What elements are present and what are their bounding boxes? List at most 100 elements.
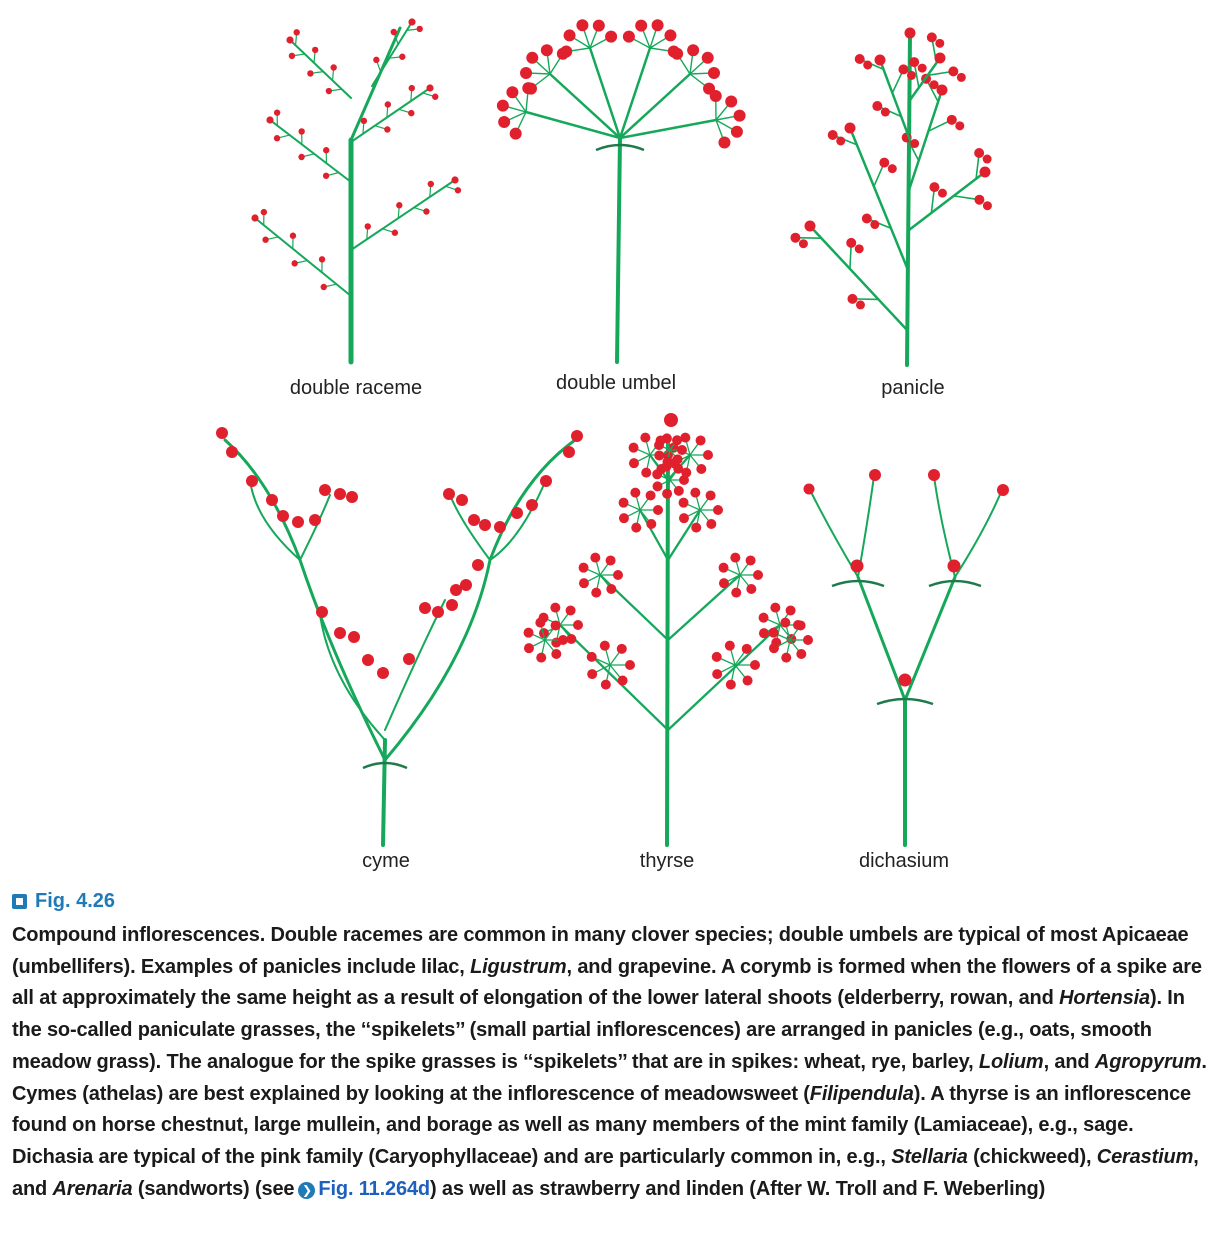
flower-dot [560,45,573,58]
flower-dot [652,481,663,492]
flower-dot [566,633,577,644]
flower-dot [631,522,642,533]
bract [362,761,408,770]
flower-dot [662,488,673,499]
flower-dot [456,494,468,506]
flower-dot [781,652,792,663]
flower-dot [707,66,720,79]
bract [831,579,885,588]
flower-dot [289,232,297,239]
flower-dot [741,643,752,654]
flower-dot [292,516,304,528]
flower-dot [803,483,815,495]
flower-dot [384,126,391,133]
flower-dot [758,628,769,639]
flower-dot [758,612,769,623]
flower-dot [880,107,890,117]
flower-dot [423,208,430,215]
flower-dot [898,673,912,687]
flower-dot [753,570,763,580]
flower-dot [408,109,415,117]
stem-line [905,33,912,367]
stem-line [666,573,742,642]
caption-italic: Stellaria [891,1145,968,1168]
flower-dot [929,182,940,193]
flower-dot [673,463,684,474]
flower-dot [664,413,678,427]
flower-dot [446,599,458,611]
inflorescence-figure: double raceme double umbel panicle cyme … [216,18,1009,872]
flower-dot [291,260,298,267]
flower-dot [974,194,985,205]
caption-italic: Cerastium [1096,1145,1194,1168]
flower-dot [599,640,610,651]
flower-dot [750,660,760,670]
caption-italic: Filipendula [809,1082,914,1105]
flower-dot [861,213,872,224]
caption-text: (chickweed), [967,1145,1097,1168]
stem-line [350,179,456,251]
stem-line [371,21,413,87]
flower-dot [724,640,735,651]
flower-dot [216,427,228,439]
flower-dot [419,602,431,614]
flower-dot [613,570,623,580]
flower-dot [550,602,561,613]
stem-line [588,46,622,140]
flower-dot [260,208,268,216]
flower-dot [416,25,423,33]
flower-dot [468,514,480,526]
inflorescence-illustrations: double raceme double umbel panicle cyme … [216,18,1009,872]
flower-dot [536,652,547,663]
stem-curve [449,494,491,561]
caption-italic: Agropyrum [1094,1050,1202,1073]
flower-dot [906,70,916,80]
flower-dot [377,667,389,679]
flower-dot [630,487,641,498]
flower-dot [846,237,857,248]
figure-number: Fig. 4.26 [12,890,115,913]
flower-dot [705,490,716,501]
flower-dot [432,93,439,100]
caption-text: , and grapevine. A corymb is formed when… [12,955,1202,1010]
flower-dot [408,18,416,26]
flower-dot [273,109,281,116]
flower-dot [712,669,723,680]
flower-dot [266,116,274,124]
flower-dot [558,635,568,645]
flower-dot [937,188,947,198]
flower-dot [701,51,714,64]
flower-dot [334,627,346,639]
flower-dot [578,562,589,573]
stem-curve [954,489,1003,578]
flower-dot [494,521,506,533]
flower-dot [403,653,415,665]
flower-dot [360,117,368,125]
flower-dot [520,66,533,79]
flower-dot [320,283,327,291]
flower-dot [298,128,305,135]
flower-dot [770,602,781,613]
flower-dot [635,19,648,32]
stem-line [349,26,402,142]
caption-text: , and [12,1145,1199,1200]
flower-dot [926,32,937,43]
flower-dot [251,214,259,222]
arrow-right-icon: ❯ [298,1181,316,1199]
flower-dot [955,121,965,131]
caption-text: ). In the so-called paniculate grasses, … [12,987,1185,1073]
flower-dot [396,202,403,209]
flower-dot [273,135,281,142]
flower-dot [535,617,546,628]
figure-link[interactable]: ❯Fig. 11.264d [294,1178,430,1200]
flower-dot [982,201,992,211]
flower-dot [672,435,683,446]
stem-line [548,72,622,140]
flower-dot [573,620,583,630]
figure-number-text: Fig. 4.26 [35,890,116,912]
flower-dot [855,300,865,310]
flower-dot [928,469,940,481]
flower-dot [551,648,562,659]
flower-dot [451,176,459,184]
bract [876,697,934,706]
